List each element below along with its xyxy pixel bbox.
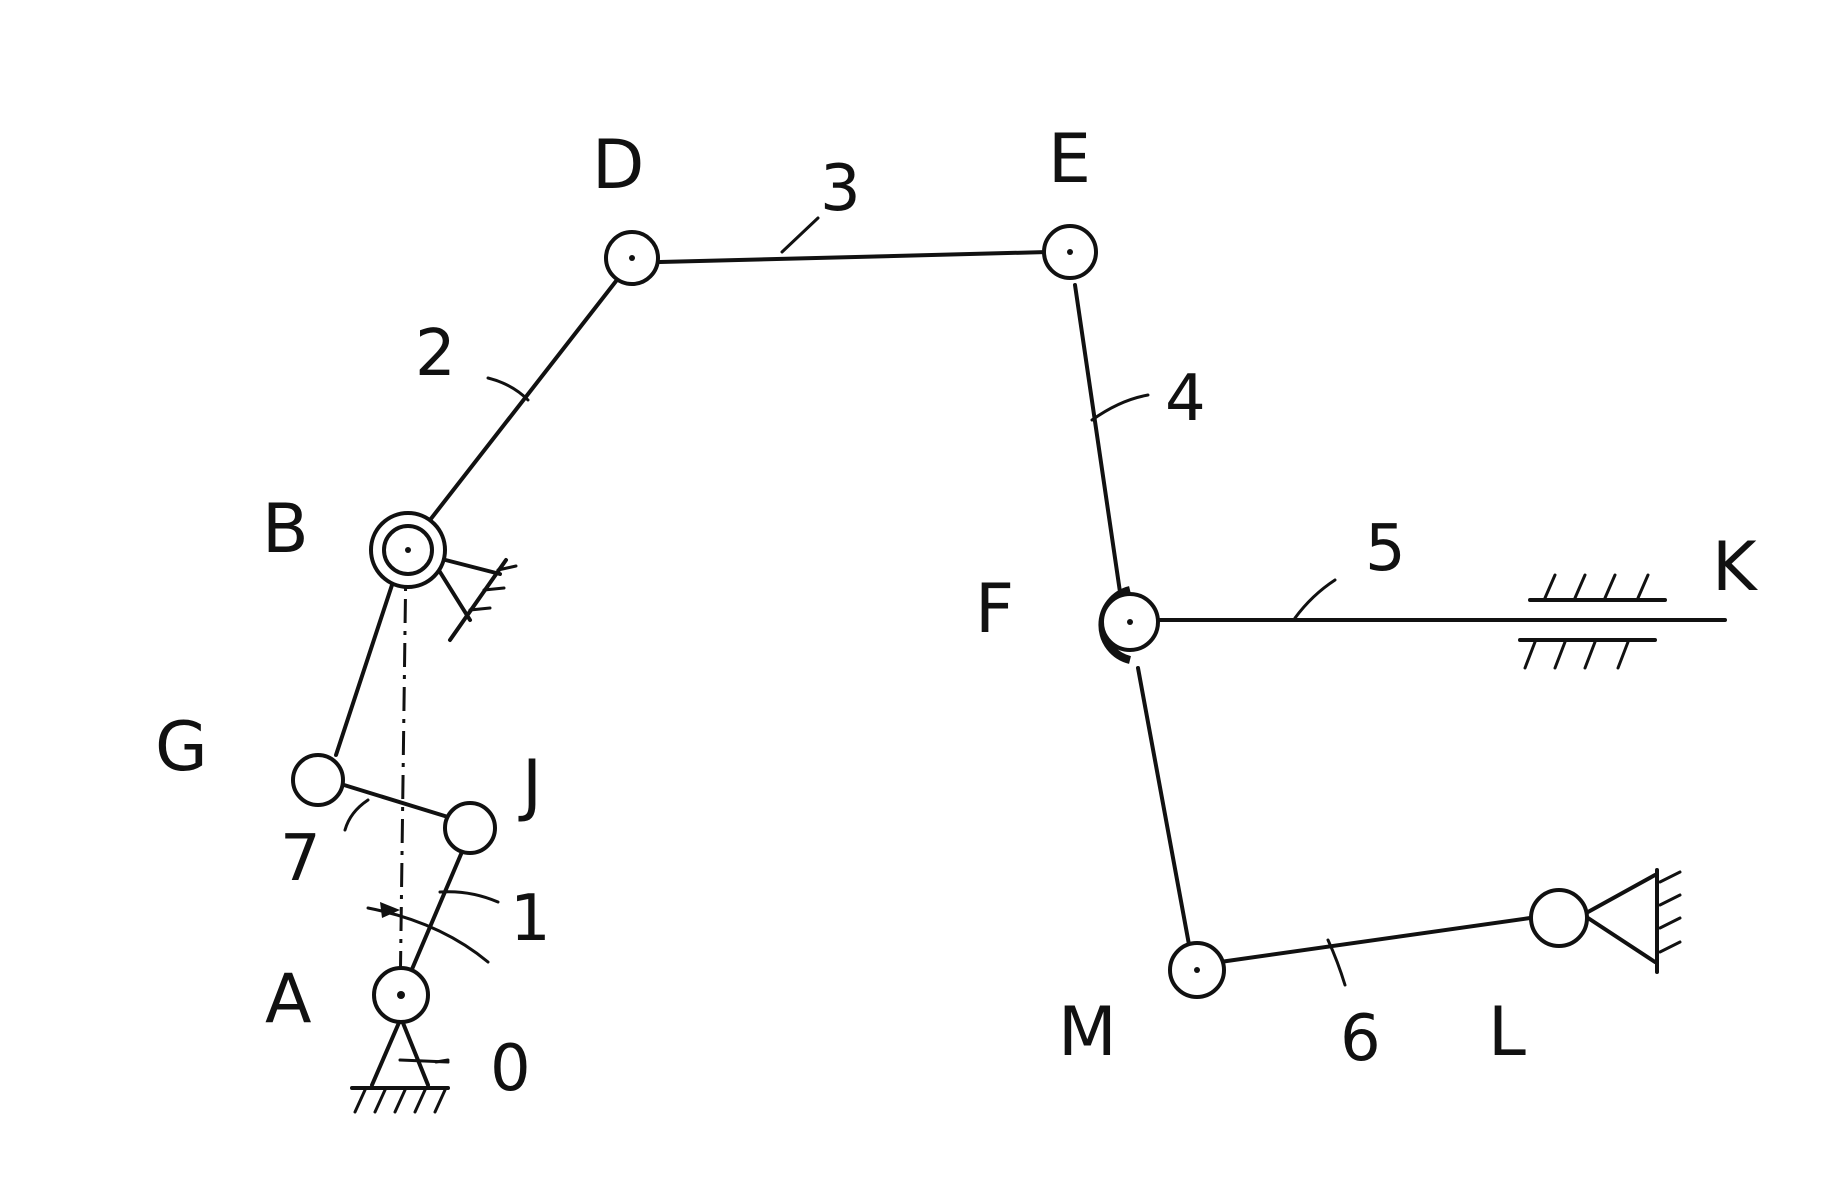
joint-a xyxy=(372,966,430,1024)
joint-e xyxy=(1042,224,1098,280)
joint-g xyxy=(291,753,345,807)
label-link-2: 2 xyxy=(415,317,456,391)
label-point-l: L xyxy=(1488,993,1526,1072)
joint-f xyxy=(1098,586,1160,664)
link-7 xyxy=(342,783,450,819)
leader-link-1 xyxy=(438,890,500,904)
leader-link-2 xyxy=(486,376,530,402)
label-point-g: G xyxy=(155,708,208,787)
ground-support-l xyxy=(1586,868,1682,974)
link-b-g xyxy=(334,583,394,757)
label-link-1: 1 xyxy=(510,882,551,956)
joint-m xyxy=(1168,941,1226,999)
link-3 xyxy=(658,250,1050,264)
label-link-0: 0 xyxy=(490,1032,531,1106)
leader-link-0 xyxy=(398,1058,450,1064)
leader-link-6 xyxy=(1326,938,1347,987)
joint-b xyxy=(369,511,447,589)
leader-link-5 xyxy=(1293,578,1337,620)
leader-link-3 xyxy=(780,216,820,254)
label-link-6: 6 xyxy=(1340,1002,1381,1076)
ground-support-b xyxy=(428,554,518,642)
label-point-m: M xyxy=(1058,993,1117,1072)
link-6 xyxy=(1218,916,1532,964)
joint-d xyxy=(604,230,660,286)
vertical-axis-line xyxy=(398,554,408,1006)
label-link-5: 5 xyxy=(1365,512,1406,586)
label-point-f: F xyxy=(975,570,1014,649)
label-point-j: J xyxy=(518,746,542,825)
slider-guide-k xyxy=(1518,573,1667,670)
leader-link-4 xyxy=(1090,393,1150,422)
rotation-arrow xyxy=(380,902,400,918)
label-link-7: 7 xyxy=(280,822,321,896)
label-point-e: E xyxy=(1048,120,1091,199)
label-link-3: 3 xyxy=(820,152,861,226)
label-point-k: K xyxy=(1712,528,1759,607)
joint-l xyxy=(1529,888,1589,948)
link-4-lower xyxy=(1136,666,1192,952)
joint-j xyxy=(443,801,497,855)
label-link-4: 4 xyxy=(1165,362,1206,436)
leader-link-7 xyxy=(343,798,370,832)
label-point-b: B xyxy=(262,490,309,569)
label-point-d: D xyxy=(592,126,644,205)
ground-support-a xyxy=(350,1016,450,1114)
link-4 xyxy=(1073,283,1122,594)
link-1 xyxy=(399,824,475,997)
label-point-a: A xyxy=(265,960,312,1039)
